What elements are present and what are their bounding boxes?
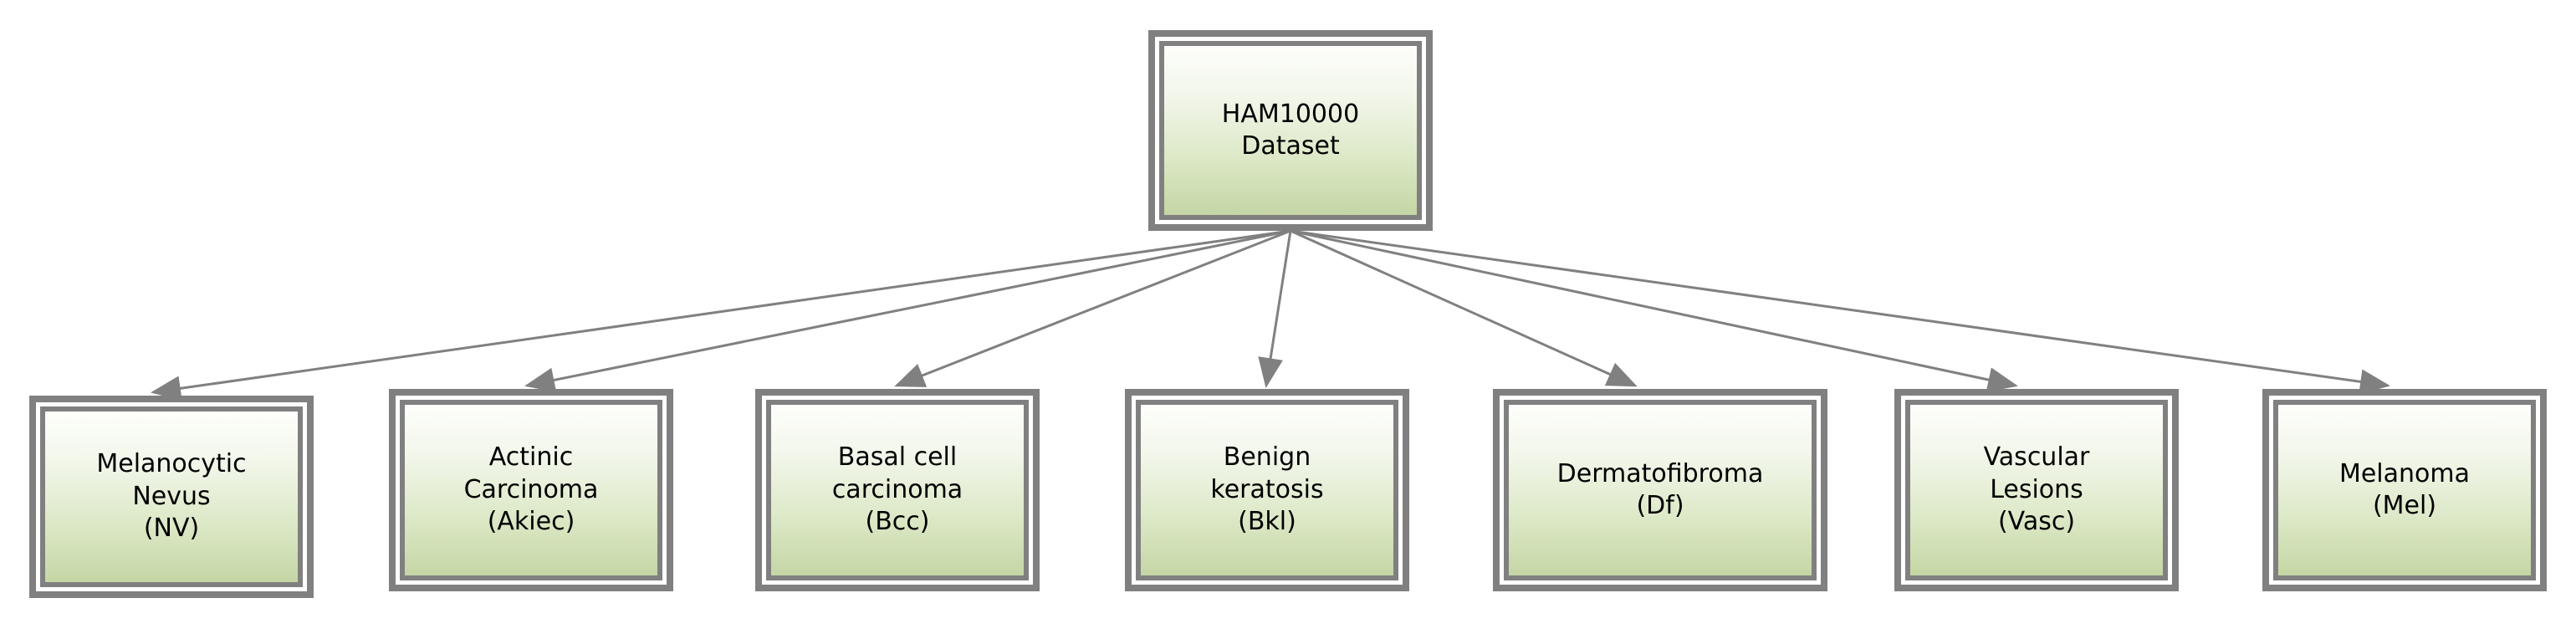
node-nv-inner-border: Melanocytic Nevus (NV): [40, 406, 303, 587]
node-mel-face: Melanoma (Mel): [2278, 405, 2531, 575]
edge-root-to-nv: [151, 229, 1291, 401]
node-bkl-face: Benign keratosis (Bkl): [1141, 405, 1393, 575]
node-benign-keratosis[interactable]: Benign keratosis (Bkl): [1125, 389, 1409, 591]
node-vasc-inner-border: Vascular Lesions (Vasc): [1905, 400, 2168, 580]
node-nv-ring: Melanocytic Nevus (NV): [36, 402, 307, 591]
edge-root-to-bkl: [1258, 230, 1292, 388]
node-df-label: Dermatofibroma (Df): [1556, 458, 1764, 520]
edge-root-to-vasc: [1290, 229, 2018, 392]
node-root-inner-border: HAM10000 Dataset: [1159, 41, 1422, 220]
node-vasc-face: Vascular Lesions (Vasc): [1910, 405, 2163, 575]
node-root-label: HAM10000 Dataset: [1221, 99, 1360, 161]
node-nv-face: Melanocytic Nevus (NV): [45, 412, 298, 582]
node-akiec-face: Actinic Carcinoma (Akiec): [405, 405, 657, 575]
node-basal-cell-carcinoma[interactable]: Basal cell carcinoma (Bcc): [755, 389, 1040, 591]
node-bcc-label: Basal cell carcinoma (Bcc): [831, 442, 963, 537]
edge-root-to-akiec: [524, 229, 1291, 393]
node-nv-label: Melanocytic Nevus (NV): [96, 449, 247, 544]
node-dermatofibroma[interactable]: Dermatofibroma (Df): [1493, 389, 1827, 591]
node-df-ring: Dermatofibroma (Df): [1500, 396, 1821, 585]
node-melanocytic-nevus[interactable]: Melanocytic Nevus (NV): [29, 396, 314, 598]
node-bkl-label: Benign keratosis (Bkl): [1210, 442, 1324, 537]
node-bkl-inner-border: Benign keratosis (Bkl): [1136, 400, 1398, 580]
node-mel-inner-border: Melanoma (Mel): [2273, 400, 2536, 580]
edge-root-to-mel: [1290, 229, 2390, 395]
node-vasc-ring: Vascular Lesions (Vasc): [1901, 396, 2172, 585]
node-mel-label: Melanoma (Mel): [2338, 458, 2471, 520]
edge-root-to-df: [1290, 229, 1638, 387]
node-vasc-label: Vascular Lesions (Vasc): [1983, 442, 2090, 537]
node-df-face: Dermatofibroma (Df): [1509, 405, 1812, 575]
node-bcc-inner-border: Basal cell carcinoma (Bcc): [766, 400, 1029, 580]
node-akiec-label: Actinic Carcinoma (Akiec): [463, 442, 599, 537]
node-df-inner-border: Dermatofibroma (Df): [1504, 400, 1817, 580]
node-root[interactable]: HAM10000 Dataset: [1148, 30, 1433, 231]
edges: [151, 229, 2390, 401]
node-root-face: HAM10000 Dataset: [1164, 46, 1417, 215]
node-actinic-carcinoma[interactable]: Actinic Carcinoma (Akiec): [389, 389, 673, 591]
node-mel-ring: Melanoma (Mel): [2269, 396, 2540, 585]
node-bkl-ring: Benign keratosis (Bkl): [1132, 396, 1403, 585]
node-bcc-ring: Basal cell carcinoma (Bcc): [762, 396, 1033, 585]
node-vascular-lesions[interactable]: Vascular Lesions (Vasc): [1894, 389, 2179, 591]
node-akiec-inner-border: Actinic Carcinoma (Akiec): [400, 400, 662, 580]
node-melanoma[interactable]: Melanoma (Mel): [2262, 389, 2547, 591]
node-root-ring: HAM10000 Dataset: [1155, 37, 1426, 224]
edge-root-to-bcc: [894, 229, 1291, 387]
node-bcc-face: Basal cell carcinoma (Bcc): [771, 405, 1024, 575]
node-akiec-ring: Actinic Carcinoma (Akiec): [396, 396, 667, 585]
